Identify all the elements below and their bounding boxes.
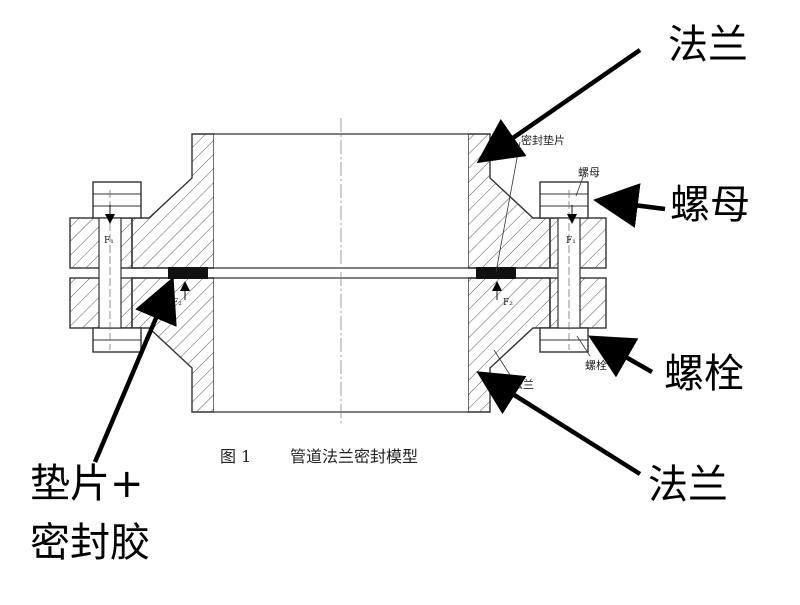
callout-arrow-bolt [588, 335, 654, 378]
callout-arrow-nut [593, 183, 666, 228]
figure-title: 管道法兰密封模型 [290, 447, 418, 466]
force-label-bolt-left: F₁ [104, 236, 114, 246]
callout-bolt: 螺栓 [664, 351, 744, 397]
figure-number: 图 1 [220, 447, 251, 466]
force-label-gasket-right: F₂ [503, 298, 513, 308]
callout-arrow-gasket [92, 276, 177, 463]
right-bolt-assembly [539, 181, 589, 353]
callout-flange-bottom: 法兰 [648, 462, 728, 508]
callout-flange-top: 法兰 [668, 22, 748, 68]
callout-nut: 螺母 [670, 182, 750, 228]
upper-flange [131, 133, 215, 269]
gasket-right [476, 267, 516, 279]
flange-drawing-label: 法兰 [512, 377, 534, 391]
callout-arrow-flange-top [476, 48, 642, 164]
bolt-drawing-label: 螺栓 [585, 358, 607, 372]
gasket-drawing-label: 密封垫片 [521, 133, 565, 147]
callout-gasket-line2: 密封胶 [30, 520, 150, 566]
gasket-left [168, 267, 208, 279]
force-label-bolt-right: F₁ [566, 236, 576, 246]
force-label-gasket-left: F₂ [172, 298, 182, 308]
callout-arrow-flange-bottom [476, 371, 642, 476]
callout-gasket-line1: 垫片+ [30, 461, 144, 507]
nut-drawing-label: 螺母 [578, 166, 600, 179]
